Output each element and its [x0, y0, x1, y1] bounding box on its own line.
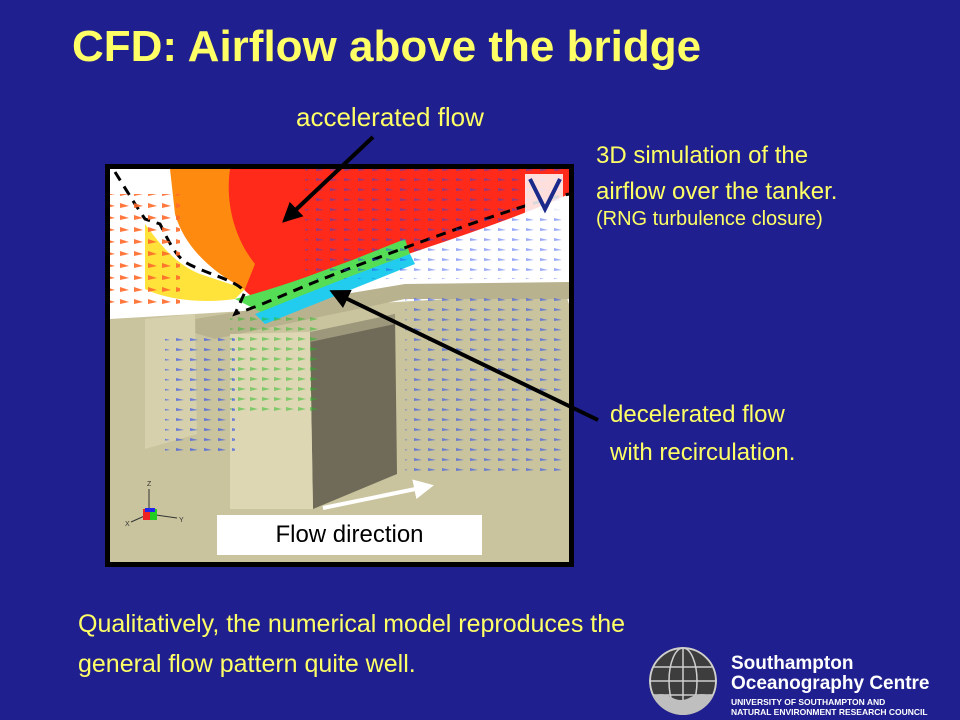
logo-subtitle-line-1: UNIVERSITY OF SOUTHAMPTON AND — [731, 697, 886, 707]
axis-y-label: Y — [179, 517, 184, 524]
simulation-description: 3D simulation of the airflow over the ta… — [596, 138, 837, 210]
globe-icon — [649, 647, 717, 715]
accelerated-flow-label: accelerated flow — [296, 102, 484, 132]
decelerated-flow-label: decelerated flow with recirculation. — [610, 396, 795, 472]
axis-x-label: X — [125, 521, 130, 528]
simulation-line-1: 3D simulation of the — [596, 142, 809, 169]
conclusion-text: Qualitatively, the numerical model repro… — [78, 604, 625, 684]
logo-title-line-2: Oceanography Centre — [731, 673, 930, 694]
conclusion-line-2: general flow pattern quite well. — [78, 650, 416, 678]
logo-subtitle-line-2: NATURAL ENVIRONMENT RESEARCH COUNCIL — [731, 707, 928, 717]
axis-z-label: Z — [147, 481, 152, 488]
slide-title: CFD: Airflow above the bridge — [72, 22, 702, 71]
turbulence-note: (RNG turbulence closure) — [596, 208, 823, 230]
conclusion-line-1: Qualitatively, the numerical model repro… — [78, 610, 626, 638]
flow-direction-label: Flow direction — [217, 515, 482, 555]
logo-title-line-1: Southampton — [731, 653, 854, 674]
simulation-line-2: airflow over the tanker. — [596, 178, 838, 205]
cfd-simulation-image: Z X Y — [105, 164, 574, 567]
cfd-simulation-graphic: Z X Y — [110, 169, 570, 562]
decelerated-line-1: decelerated flow — [610, 401, 785, 428]
axes-icon: Z X Y — [125, 481, 184, 528]
soc-logo: Southampton Oceanography Centre UNIVERSI… — [649, 645, 949, 717]
decelerated-line-2: with recirculation. — [610, 439, 796, 466]
